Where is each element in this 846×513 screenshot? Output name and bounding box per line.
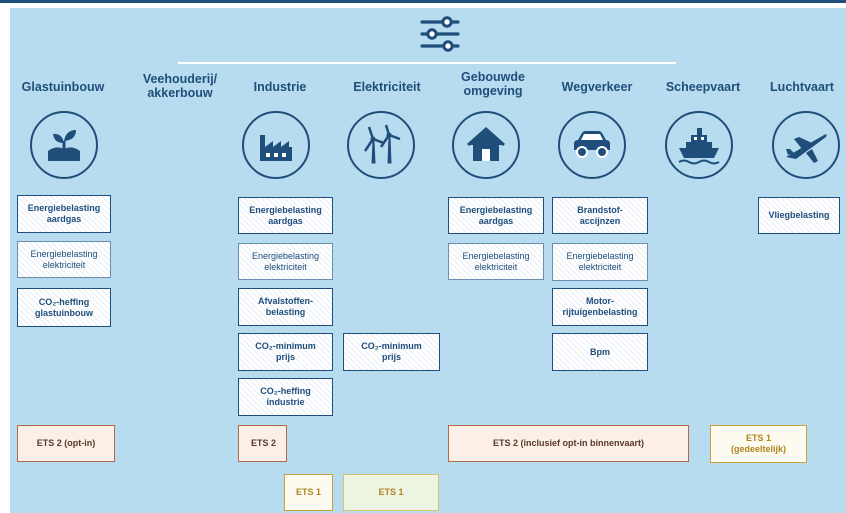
sector-circle-industrie (242, 111, 310, 179)
instrument-industrie-afvalstoffenbelasting: Afvalstoffen- belasting (238, 288, 333, 326)
instrument-glastuinbouw-co2-heffing: CO₂-heffing glastuinbouw (17, 288, 111, 327)
car-icon (574, 131, 610, 158)
instrument-industrie-energiebelasting-elektriciteit: Energiebelasting elektriciteit (238, 243, 333, 280)
sector-title-scheepvaart: Scheepvaart (665, 80, 741, 94)
sprout-icon (48, 130, 80, 161)
top-border-line (0, 0, 846, 3)
ets2-industrie: ETS 2 (238, 425, 287, 462)
sliders-icon (420, 16, 460, 52)
sector-circle-luchtvaart (772, 111, 840, 179)
instrument-industrie-energiebelasting-aardgas: Energiebelasting aardgas (238, 197, 333, 234)
instrument-wegverkeer-brandstofaccijnzen: Brandstof- accijnzen (552, 197, 648, 234)
sector-circle-wegverkeer (558, 111, 626, 179)
sector-title-wegverkeer: Wegverkeer (561, 80, 633, 94)
instrument-industrie-co2-minimumprijs: CO₂-minimum prijs (238, 333, 333, 371)
sector-title-glastuinbouw: Glastuinbouw (21, 80, 105, 94)
sector-circle-scheepvaart (665, 111, 733, 179)
ets2-glastuinbouw: ETS 2 (opt-in) (17, 425, 115, 462)
ets1-industrie: ETS 1 (284, 474, 333, 511)
ship-icon (678, 128, 720, 165)
instrument-elektriciteit-co2-minimumprijs: CO₂-minimum prijs (343, 333, 440, 371)
instrument-wegverkeer-bpm: Bpm (552, 333, 648, 371)
factory-icon (260, 135, 292, 161)
sector-title-luchtvaart: Luchtvaart (770, 80, 834, 94)
house-icon (467, 126, 505, 161)
ets1-luchtvaart: ETS 1 (gedeeltelijk) (710, 425, 807, 463)
airplane-icon (786, 134, 827, 163)
ets1-elektriciteit: ETS 1 (343, 474, 439, 511)
header-divider (178, 62, 676, 64)
sector-circle-glastuinbouw (30, 111, 98, 179)
sector-title-elektriciteit: Elektriciteit (353, 80, 421, 94)
instrument-glastuinbouw-energiebelasting-elektriciteit: Energiebelasting elektriciteit (17, 241, 111, 278)
sector-title-veehouderij: Veehouderij/ akkerbouw (142, 72, 218, 100)
instrument-industrie-co2-heffing: CO₂-heffing industrie (238, 378, 333, 416)
sector-circle-gebouwde-omgeving (452, 111, 520, 179)
sector-title-gebouwde-omgeving: Gebouwde omgeving (461, 70, 525, 98)
instrument-wegverkeer-motorrijtuigenbelasting: Motor- rijtuigenbelasting (552, 288, 648, 326)
ets2-gebouwde-omgeving-wegverkeer-scheepvaart: ETS 2 (inclusief opt-in binnenvaart) (448, 425, 689, 462)
instrument-gebouwde-omgeving-energiebelasting-elektriciteit: Energiebelasting elektriciteit (448, 243, 544, 280)
instrument-glastuinbouw-energiebelasting-aardgas: Energiebelasting aardgas (17, 195, 111, 233)
diagram-panel (10, 8, 846, 513)
instrument-wegverkeer-energiebelasting-elektriciteit: Energiebelasting elektriciteit (552, 243, 648, 281)
instrument-luchtvaart-vliegbelasting: Vliegbelasting (758, 197, 840, 234)
sector-circle-elektriciteit (347, 111, 415, 179)
wind-turbine-icon (363, 124, 401, 164)
sector-title-industrie: Industrie (253, 80, 307, 94)
instrument-gebouwde-omgeving-energiebelasting-aardgas: Energiebelasting aardgas (448, 197, 544, 234)
